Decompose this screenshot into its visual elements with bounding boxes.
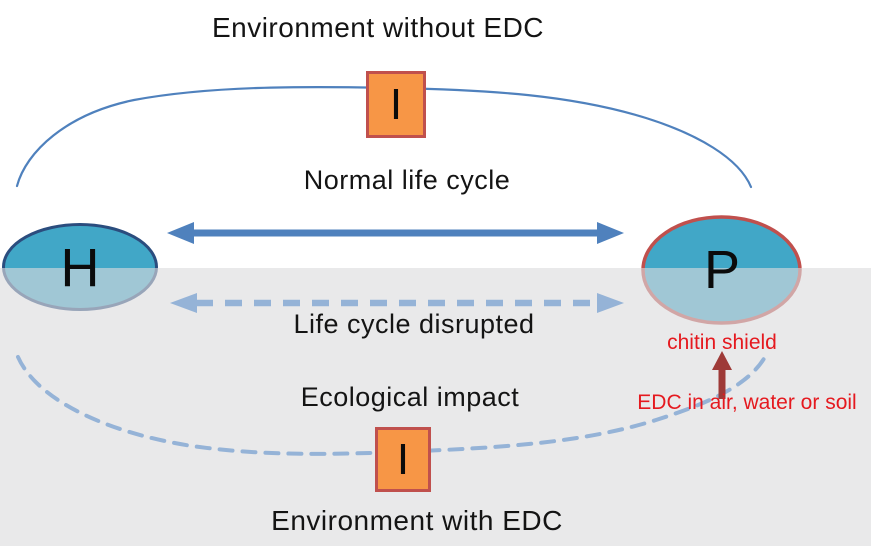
ecological-impact-label: Ecological impact <box>300 382 520 412</box>
insecticide-box-bottom: I <box>375 427 431 492</box>
insecticide-bottom-letter: I <box>396 434 410 484</box>
chitin-shield-label: chitin shield <box>667 331 777 354</box>
title-environment-with-edc: Environment with EDC <box>271 505 563 536</box>
solid-arrow-right-head <box>597 222 624 244</box>
parasite-letter: P <box>703 240 741 300</box>
insecticide-top-letter: I <box>389 79 403 129</box>
insecticide-box-top: I <box>366 71 426 138</box>
normal-life-cycle-label: Normal life cycle <box>303 165 511 195</box>
title-environment-without-edc: Environment without EDC <box>211 12 545 43</box>
edc-source-label: EDC in air, water or soil <box>637 391 857 414</box>
life-cycle-disrupted-label: Life cycle disrupted <box>293 309 535 339</box>
solid-arrow-left-head <box>167 222 194 244</box>
host-letter: H <box>60 238 100 298</box>
